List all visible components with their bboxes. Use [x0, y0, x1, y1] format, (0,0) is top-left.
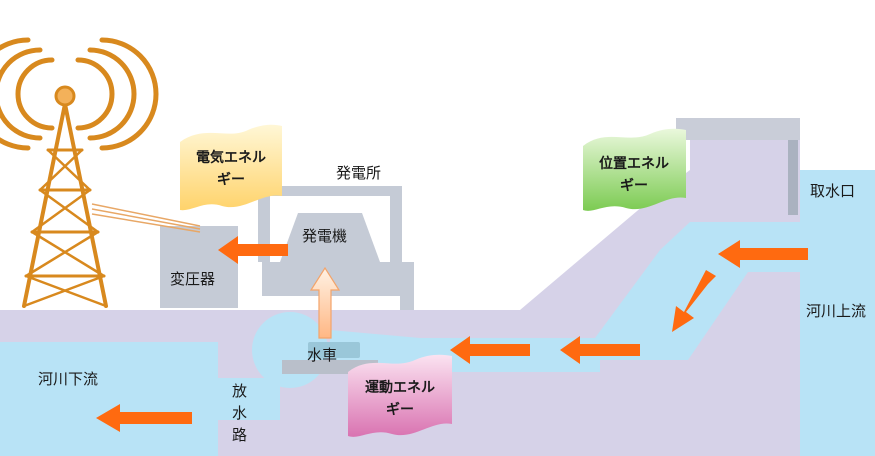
flow-arrow-to-transformer [218, 236, 288, 264]
intake-gate [788, 140, 798, 215]
dam-top [676, 118, 800, 140]
river-downstream-label: 河川下流 [38, 370, 98, 388]
intake-label: 取水口 [810, 182, 855, 200]
flow-arrow-downstream [96, 404, 192, 432]
flow-arrow-intake [718, 240, 808, 268]
tailrace-label-2: 水 [232, 404, 247, 422]
tailrace-label-3: 路 [232, 426, 247, 444]
river-upstream-label: 河川上流 [806, 302, 866, 320]
electric-energy-label-line2: ギー [217, 171, 245, 188]
turbine-label: 水車 [307, 346, 337, 364]
transformer-box [160, 226, 238, 308]
transmission-tower [0, 37, 159, 308]
generator-housing [280, 213, 380, 262]
penstock-channel [420, 222, 800, 372]
river-upstream-water [800, 170, 875, 456]
flow-arrow-channel-1 [560, 336, 640, 364]
flow-arrow-turbine-up [309, 266, 341, 339]
kinetic-energy-card: 運動エネル ギー [348, 354, 452, 437]
river-downstream-water [0, 342, 218, 456]
potential-energy-card: 位置エネル ギー [583, 128, 686, 211]
tailrace-label-1: 放 [232, 382, 247, 400]
station-base-side [400, 262, 414, 310]
potential-energy-label-line2: ギー [620, 177, 648, 194]
electric-energy-label-line1: 電気エネル [196, 149, 266, 166]
kinetic-energy-label-line1: 運動エネル [365, 379, 435, 396]
flow-arrows [96, 236, 808, 432]
potential-energy-label-line1: 位置エネル [599, 155, 669, 172]
tailrace-channel [218, 378, 280, 420]
flow-arrow-penstock [672, 270, 716, 332]
power-station-label: 発電所 [336, 164, 381, 182]
turbine-wheel [308, 342, 360, 358]
flow-arrow-channel-2 [450, 336, 530, 364]
station-base [262, 262, 412, 296]
generator-label: 発電機 [302, 227, 347, 245]
kinetic-energy-label-line2: ギー [386, 401, 414, 418]
tower-beacon [54, 85, 76, 107]
power-lines [91, 203, 201, 233]
electric-energy-card: 電気エネル ギー [180, 124, 282, 211]
transformer-label: 変圧器 [170, 270, 215, 288]
